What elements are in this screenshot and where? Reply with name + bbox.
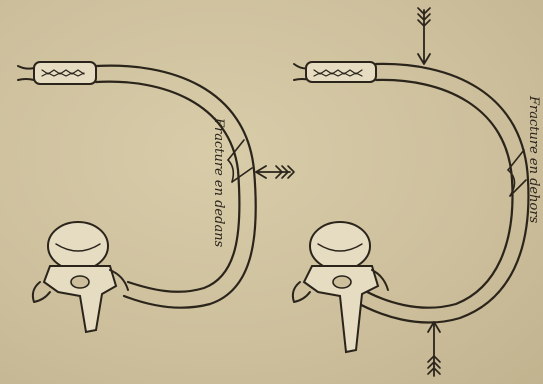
vertebra-icon: [33, 222, 128, 332]
cartilage-icon: [18, 62, 96, 84]
rib-icon: [96, 66, 256, 308]
rib-icon: [352, 64, 528, 323]
arrow-icon: [428, 322, 440, 376]
fracture-inward-label: Fracture en dedans: [211, 118, 226, 247]
arrow-icon: [418, 8, 430, 64]
arrow-icon: [256, 166, 294, 178]
fracture-outward-label: Fracture en dehors: [526, 96, 541, 223]
vertebra-icon: [293, 222, 388, 352]
right-panel: [293, 8, 529, 376]
left-panel: [18, 62, 294, 332]
cartilage-icon: [294, 62, 376, 82]
